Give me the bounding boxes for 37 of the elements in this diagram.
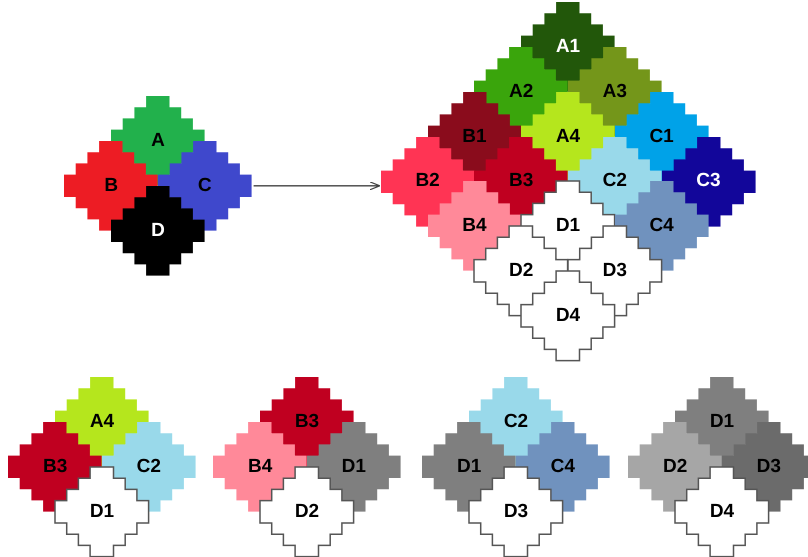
tile-label: D xyxy=(151,220,165,242)
tile-label: D1 xyxy=(90,500,114,523)
tile-label: D4 xyxy=(710,500,734,523)
tile-label: B1 xyxy=(462,126,487,148)
tile-label: C2 xyxy=(602,170,627,192)
tile-label: B4 xyxy=(248,456,272,478)
tile-label: A4 xyxy=(556,126,580,148)
tile-label: D2 xyxy=(509,260,534,282)
tile-label: B2 xyxy=(415,170,440,192)
tile-label: C2 xyxy=(504,410,528,433)
tile-label: A xyxy=(151,130,165,152)
tile-label: C xyxy=(198,174,212,197)
tile-label: C4 xyxy=(649,215,674,238)
tile-label: B3 xyxy=(509,170,534,192)
tile-label: B xyxy=(104,174,118,197)
tile-label: B3 xyxy=(294,410,320,433)
tile-label: D1 xyxy=(556,215,580,238)
tile-label: B4 xyxy=(462,215,487,238)
tile-label: D1 xyxy=(710,410,734,433)
arrow xyxy=(254,181,380,190)
tile-label: D4 xyxy=(556,304,580,327)
tile-label: A1 xyxy=(556,36,580,58)
tile-label: C1 xyxy=(649,126,674,148)
tile-label: D3 xyxy=(756,456,781,478)
tile-label: A4 xyxy=(90,410,114,433)
tile-label: B3 xyxy=(43,456,68,478)
tile-label: D1 xyxy=(457,456,482,478)
tile-label: A2 xyxy=(509,80,534,103)
tile-label: D2 xyxy=(663,456,688,478)
tile-label: C2 xyxy=(136,456,161,478)
tile-label: D1 xyxy=(342,456,366,478)
tile-label: D2 xyxy=(294,500,320,523)
tile-label: A3 xyxy=(602,80,627,103)
tile-label: C4 xyxy=(550,456,575,478)
tile-label: D3 xyxy=(504,500,528,523)
tile-label: D3 xyxy=(602,260,627,282)
tile-label: C3 xyxy=(696,170,721,192)
